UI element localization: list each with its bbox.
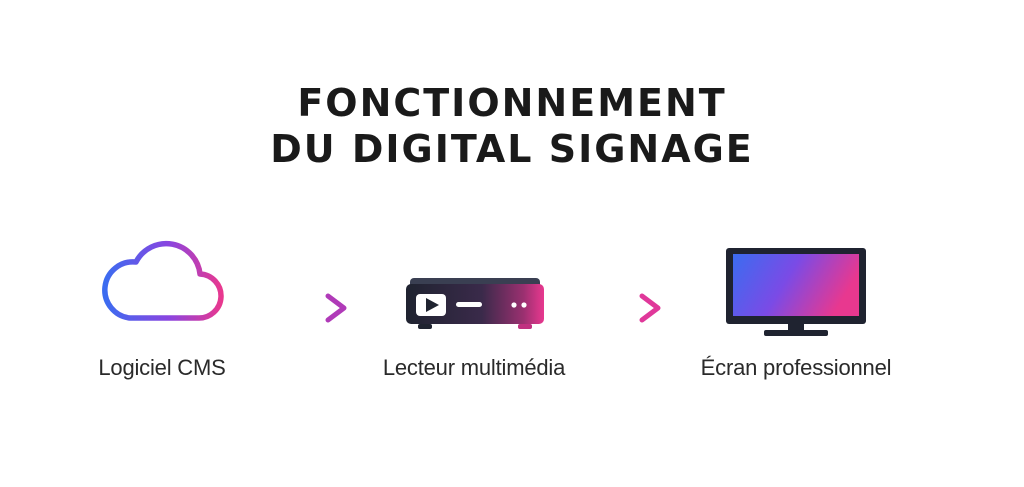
diagram-title: FONCTIONNEMENT DU DIGITAL SIGNAGE <box>0 80 1024 172</box>
arrow-right-icon <box>258 293 347 323</box>
node-label-screen: Écran professionnel <box>700 355 892 380</box>
node-label-media-player: Lecteur multimédia <box>382 355 566 380</box>
arrow-right-icon <box>572 293 661 323</box>
title-line-1: FONCTIONNEMENT <box>297 81 727 125</box>
title-line-2: DU DIGITAL SIGNAGE <box>270 127 754 171</box>
node-label-cms: Logiciel CMS <box>98 355 226 380</box>
monitor-icon <box>726 248 866 336</box>
media-player-icon <box>406 278 544 329</box>
cloud-icon <box>102 240 224 321</box>
